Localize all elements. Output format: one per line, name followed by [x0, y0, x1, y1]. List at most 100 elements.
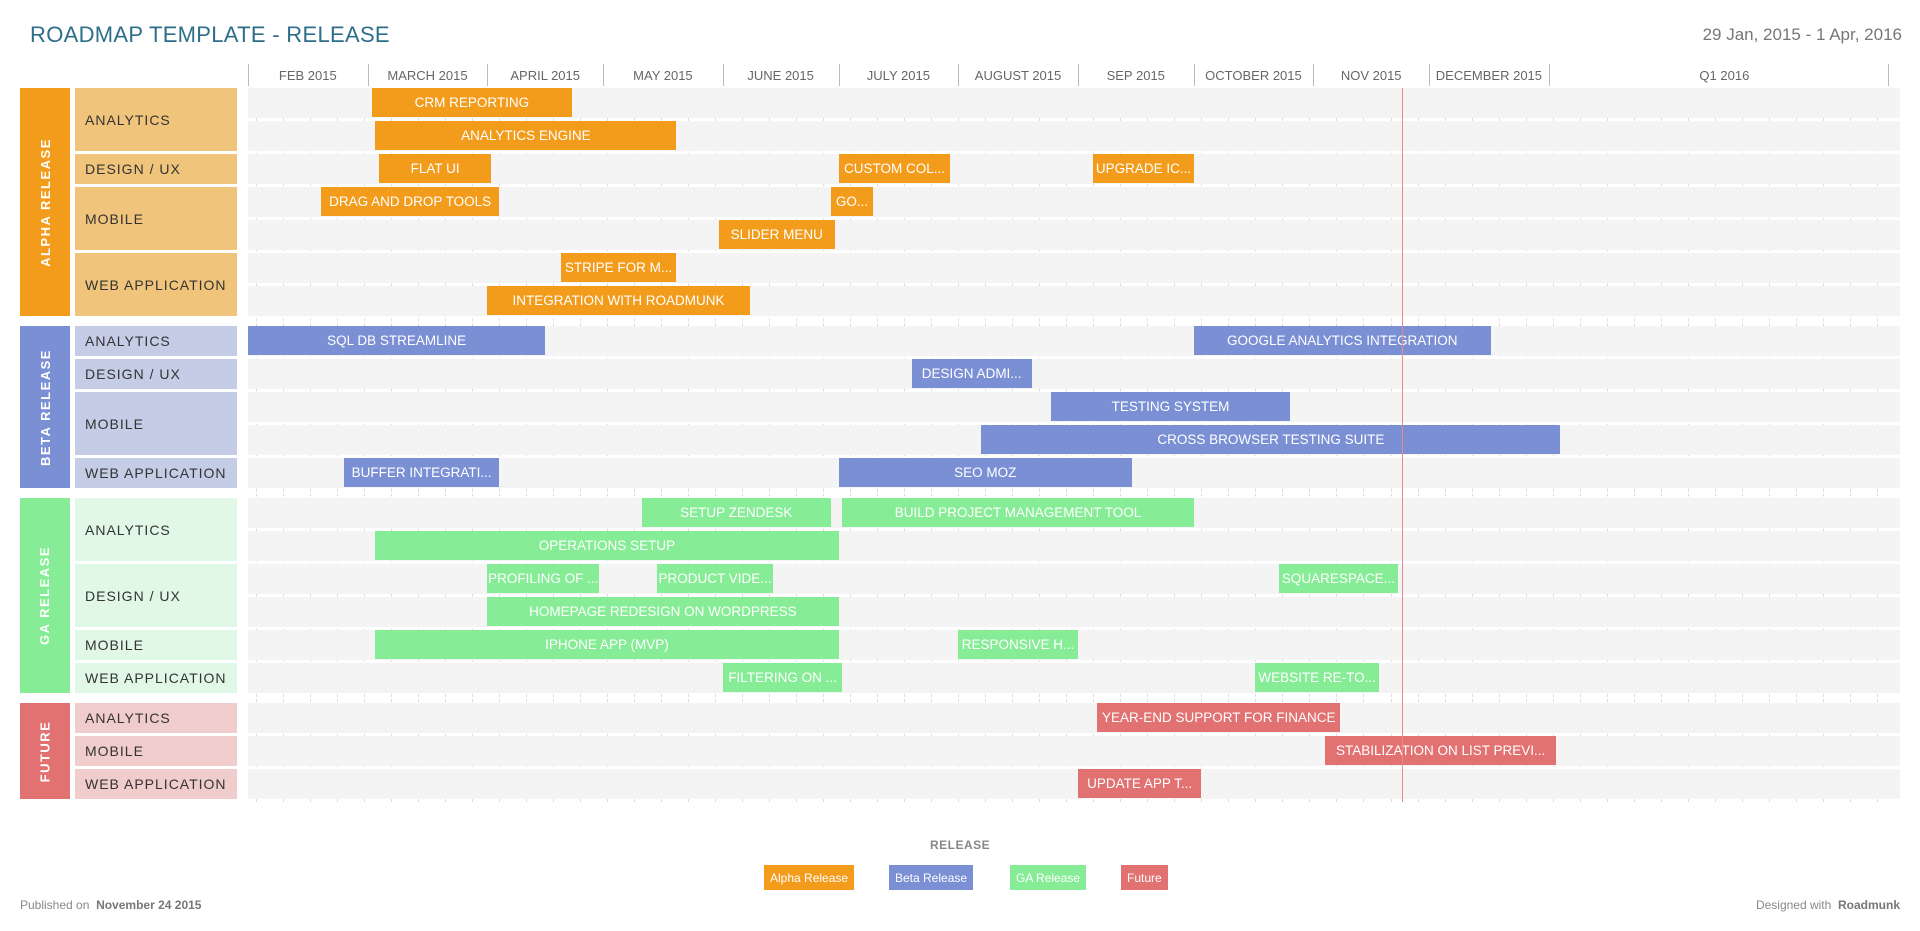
subgroup-label: MOBILE — [75, 736, 237, 766]
month-label: DECEMBER 2015 — [1435, 68, 1543, 83]
designed-with: Designed with Roadmunk — [1756, 898, 1900, 912]
month-label: SEP 2015 — [1106, 68, 1165, 83]
row-band — [248, 187, 1900, 217]
subgroup-label: DESIGN / UX — [75, 359, 237, 389]
month-label: JULY 2015 — [866, 68, 930, 83]
axis-tick — [722, 64, 724, 86]
task-bar[interactable]: PRODUCT VIDE... — [657, 564, 773, 593]
axis-tick — [1548, 64, 1550, 86]
task-bar[interactable]: TESTING SYSTEM — [1050, 392, 1291, 421]
subgroup-label: ANALYTICS — [75, 498, 237, 561]
task-bar[interactable]: WEBSITE RE-TO... — [1255, 663, 1379, 692]
group-label: ALPHA RELEASE — [20, 88, 70, 316]
subgroup-label: WEB APPLICATION — [75, 663, 237, 693]
task-bar[interactable]: YEAR-END SUPPORT FOR FINANCE — [1097, 703, 1341, 732]
task-bar[interactable]: PROFILING OF ... — [487, 564, 600, 593]
group-label-text: FUTURE — [37, 720, 53, 782]
group-label-text: ALPHA RELEASE — [37, 137, 53, 267]
task-bar[interactable]: SQUARESPACE... — [1278, 564, 1399, 593]
row-band — [248, 359, 1900, 389]
task-bar[interactable]: GOOGLE ANALYTICS INTEGRATION — [1193, 326, 1491, 355]
task-bar[interactable]: ANALYTICS ENGINE — [375, 121, 677, 150]
axis-tick — [838, 64, 840, 86]
month-label: MARCH 2015 — [387, 68, 468, 83]
axis-tick — [1077, 64, 1079, 86]
subgroup-label: DESIGN / UX — [75, 564, 237, 627]
axis-tick — [1313, 64, 1315, 86]
subgroup-label: ANALYTICS — [75, 703, 237, 733]
task-bar[interactable]: SLIDER MENU — [718, 220, 835, 249]
today-line — [1402, 88, 1404, 802]
task-bar[interactable]: STABILIZATION ON LIST PREVI... — [1324, 736, 1557, 765]
task-bar[interactable]: FLAT UI — [379, 154, 492, 183]
published-prefix: Published on — [20, 898, 90, 912]
task-bar[interactable]: INTEGRATION WITH ROADMUNK — [487, 286, 750, 315]
task-bar[interactable]: HOMEPAGE REDESIGN ON WORDPRESS — [487, 597, 839, 626]
subgroup-label: WEB APPLICATION — [75, 253, 237, 316]
legend-item[interactable]: Beta Release — [889, 865, 974, 890]
month-label: FEB 2015 — [278, 68, 337, 83]
group-label-text: BETA RELEASE — [37, 348, 53, 466]
designed-brand: Roadmunk — [1837, 898, 1900, 912]
month-label: APRIL 2015 — [510, 68, 580, 83]
row-band — [248, 769, 1900, 799]
task-bar[interactable]: SQL DB STREAMLINE — [248, 326, 546, 355]
row-band — [248, 220, 1900, 250]
legend-title: RELEASE — [930, 838, 991, 852]
page-title: ROADMAP TEMPLATE - RELEASE — [30, 22, 390, 47]
axis-tick — [367, 64, 369, 86]
subgroup-label: MOBILE — [75, 187, 237, 250]
row-band — [248, 736, 1900, 766]
task-bar[interactable]: GO... — [830, 187, 874, 216]
month-label: AUGUST 2015 — [974, 68, 1062, 83]
task-bar[interactable]: DRAG AND DROP TOOLS — [321, 187, 499, 216]
task-bar[interactable]: STRIPE FOR M... — [560, 253, 677, 282]
task-bar[interactable]: OPERATIONS SETUP — [375, 531, 839, 560]
subgroup-label: MOBILE — [75, 630, 237, 660]
legend-item[interactable]: Future — [1121, 865, 1168, 890]
subgroup-label: DESIGN / UX — [75, 154, 237, 184]
subgroup-label: ANALYTICS — [75, 326, 237, 356]
task-bar[interactable]: FILTERING ON ... — [722, 663, 843, 692]
axis-tick — [1429, 64, 1431, 86]
month-label: OCTOBER 2015 — [1205, 68, 1302, 83]
axis-tick — [248, 64, 249, 86]
task-bar[interactable]: SETUP ZENDESK — [641, 498, 831, 527]
group-label: FUTURE — [20, 703, 70, 799]
timeline-axis: FEB 2015 MARCH 2015 APRIL 2015 MAY 2015 JUNE… — [248, 64, 1889, 88]
published-date: November 24 2015 — [96, 898, 202, 912]
published-info: Published on November 24 2015 — [20, 898, 201, 912]
subgroup-label: ANALYTICS — [75, 88, 237, 151]
legend-item[interactable]: GA Release — [1010, 865, 1087, 890]
task-bar[interactable]: UPDATE APP T... — [1077, 769, 1202, 798]
task-bar[interactable]: RESPONSIVE H... — [958, 630, 1078, 659]
group-label: GA RELEASE — [20, 498, 70, 693]
date-range: 29 Jan, 2015 - 1 Apr, 2016 — [1702, 25, 1902, 44]
gantt-grid: CRM REPORTING ANALYTICS ENGINE FLAT UI CUST… — [248, 88, 1900, 802]
task-bar[interactable]: SEO MOZ — [838, 458, 1132, 487]
month-label: MAY 2015 — [633, 68, 693, 83]
task-bar[interactable]: CRM REPORTING — [371, 88, 573, 117]
row-band — [248, 253, 1900, 283]
axis-tick — [1888, 64, 1889, 86]
designed-prefix: Designed with — [1755, 898, 1832, 912]
row-band — [248, 663, 1900, 693]
row-band — [248, 154, 1900, 184]
month-label: JUNE 2015 — [747, 68, 814, 83]
task-bar[interactable]: DESIGN ADMI... — [911, 359, 1032, 388]
task-bar[interactable]: IPHONE APP (MVP) — [375, 630, 839, 659]
month-label: Q1 2016 — [1699, 68, 1750, 83]
task-bar[interactable]: BUFFER INTEGRATI... — [344, 458, 499, 487]
subgroup-label: WEB APPLICATION — [75, 458, 237, 488]
task-bar[interactable]: CUSTOM COL... — [838, 154, 951, 183]
axis-tick — [487, 64, 489, 86]
task-bar[interactable]: BUILD PROJECT MANAGEMENT TOOL — [842, 498, 1194, 527]
month-label: NOV 2015 — [1340, 68, 1402, 83]
legend-item[interactable]: Alpha Release — [764, 865, 855, 890]
subgroup-label: WEB APPLICATION — [75, 769, 237, 799]
task-bar[interactable]: CROSS BROWSER TESTING SUITE — [981, 425, 1561, 454]
axis-tick — [958, 64, 960, 86]
row-band — [248, 703, 1900, 733]
task-bar[interactable]: UPGRADE IC... — [1093, 154, 1194, 183]
group-label: BETA RELEASE — [20, 326, 70, 488]
